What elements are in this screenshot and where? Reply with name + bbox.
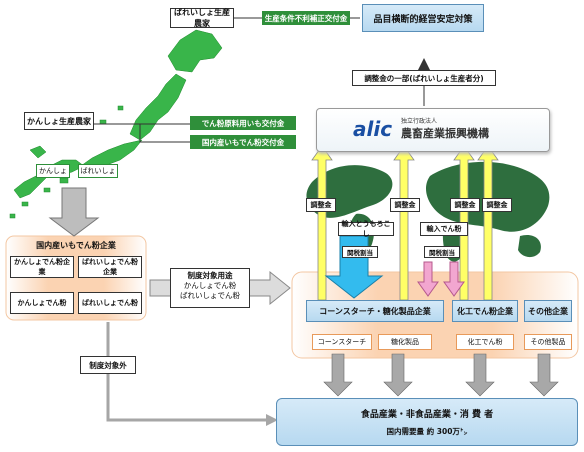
product-other: その他製品 (524, 334, 572, 350)
product-chem-starch: 化工でん粉 (456, 334, 514, 350)
green-label-subsidy: 生産条件不利補正交付金 (262, 11, 350, 25)
pink-arrows (417, 261, 465, 297)
bareisho-starch: ばれいしょでん粉 (78, 292, 142, 314)
adjustment-fee-box: 調整金の一部(ばれいしょ生産者分) (352, 70, 496, 86)
gray-arrow-farmer (48, 187, 100, 237)
alic-logo: alic (353, 117, 393, 141)
domestic-demand: 国内需要量 約 300万㌧ (386, 427, 468, 436)
sweetpotato-farmer-box: かんしょ生産農家 (24, 112, 94, 130)
excluded-line (106, 322, 268, 422)
kansho-company: かんしょでん粉企業 (10, 256, 74, 278)
corn-starch-company: コーンスターチ・糖化製品企業 (306, 300, 444, 322)
grant-raw-potato: でん粉原料用いも交付金 (190, 116, 296, 130)
alic-box: alic 独立行政法人 農畜産業振興機構 (316, 108, 550, 152)
adj-fee-3: 調整金 (450, 198, 480, 212)
gray-arrows-consumer (323, 353, 559, 397)
product-corn-starch: コーンスターチ (312, 334, 372, 350)
bareisho-company: ばれいしょでん粉企業 (78, 256, 142, 278)
potato-farmer-box: ばれいしょ生産農家 (170, 8, 234, 28)
alic-org-name: 農畜産業振興機構 (401, 127, 489, 140)
import-starch: 輸入でん粉 (420, 222, 468, 236)
chem-starch-company: 化工でん粉企業 (452, 300, 518, 322)
target-use-box: 制度対象用途 かんしょでん粉 ばれいしょでん粉 (170, 268, 250, 308)
adj-fee-2: 調整金 (390, 198, 420, 212)
target-item-kansho: かんしょでん粉 (183, 281, 237, 290)
domestic-title: 国内産いもでん粉企業 (36, 241, 116, 250)
consumer-box: 食品産業・非食品産業・消 費 者 国内需要量 約 300万㌧ (276, 398, 578, 446)
adj-fee-4: 調整金 (482, 198, 512, 212)
benefit-box: 品目横断的経営安定対策 (362, 4, 484, 32)
kansho-starch: かんしょでん粉 (10, 292, 74, 314)
other-company: その他企業 (524, 300, 572, 322)
product-saccharified: 糖化製品 (378, 334, 432, 350)
target-use-title: 制度対象用途 (187, 271, 233, 280)
excluded-box: 制度対象外 (80, 356, 136, 374)
alic-org-small: 独立行政法人 (401, 118, 438, 125)
tariff-quota-1: 関税割当 (342, 246, 378, 258)
grant-domestic-starch: 国内産いもでん粉交付金 (190, 135, 296, 149)
consumer-title: 食品産業・非食品産業・消 費 者 (360, 410, 494, 420)
target-item-bareisho: ばれいしょでん粉 (180, 291, 240, 300)
tag-bareisho: ばれいしょ (78, 164, 118, 178)
tag-kansho: かんしょ (36, 164, 70, 178)
import-corn: 輸入とうもろこし (338, 220, 394, 238)
tariff-quota-2: 関税割当 (424, 246, 460, 258)
adj-fee-1: 調整金 (306, 198, 336, 212)
